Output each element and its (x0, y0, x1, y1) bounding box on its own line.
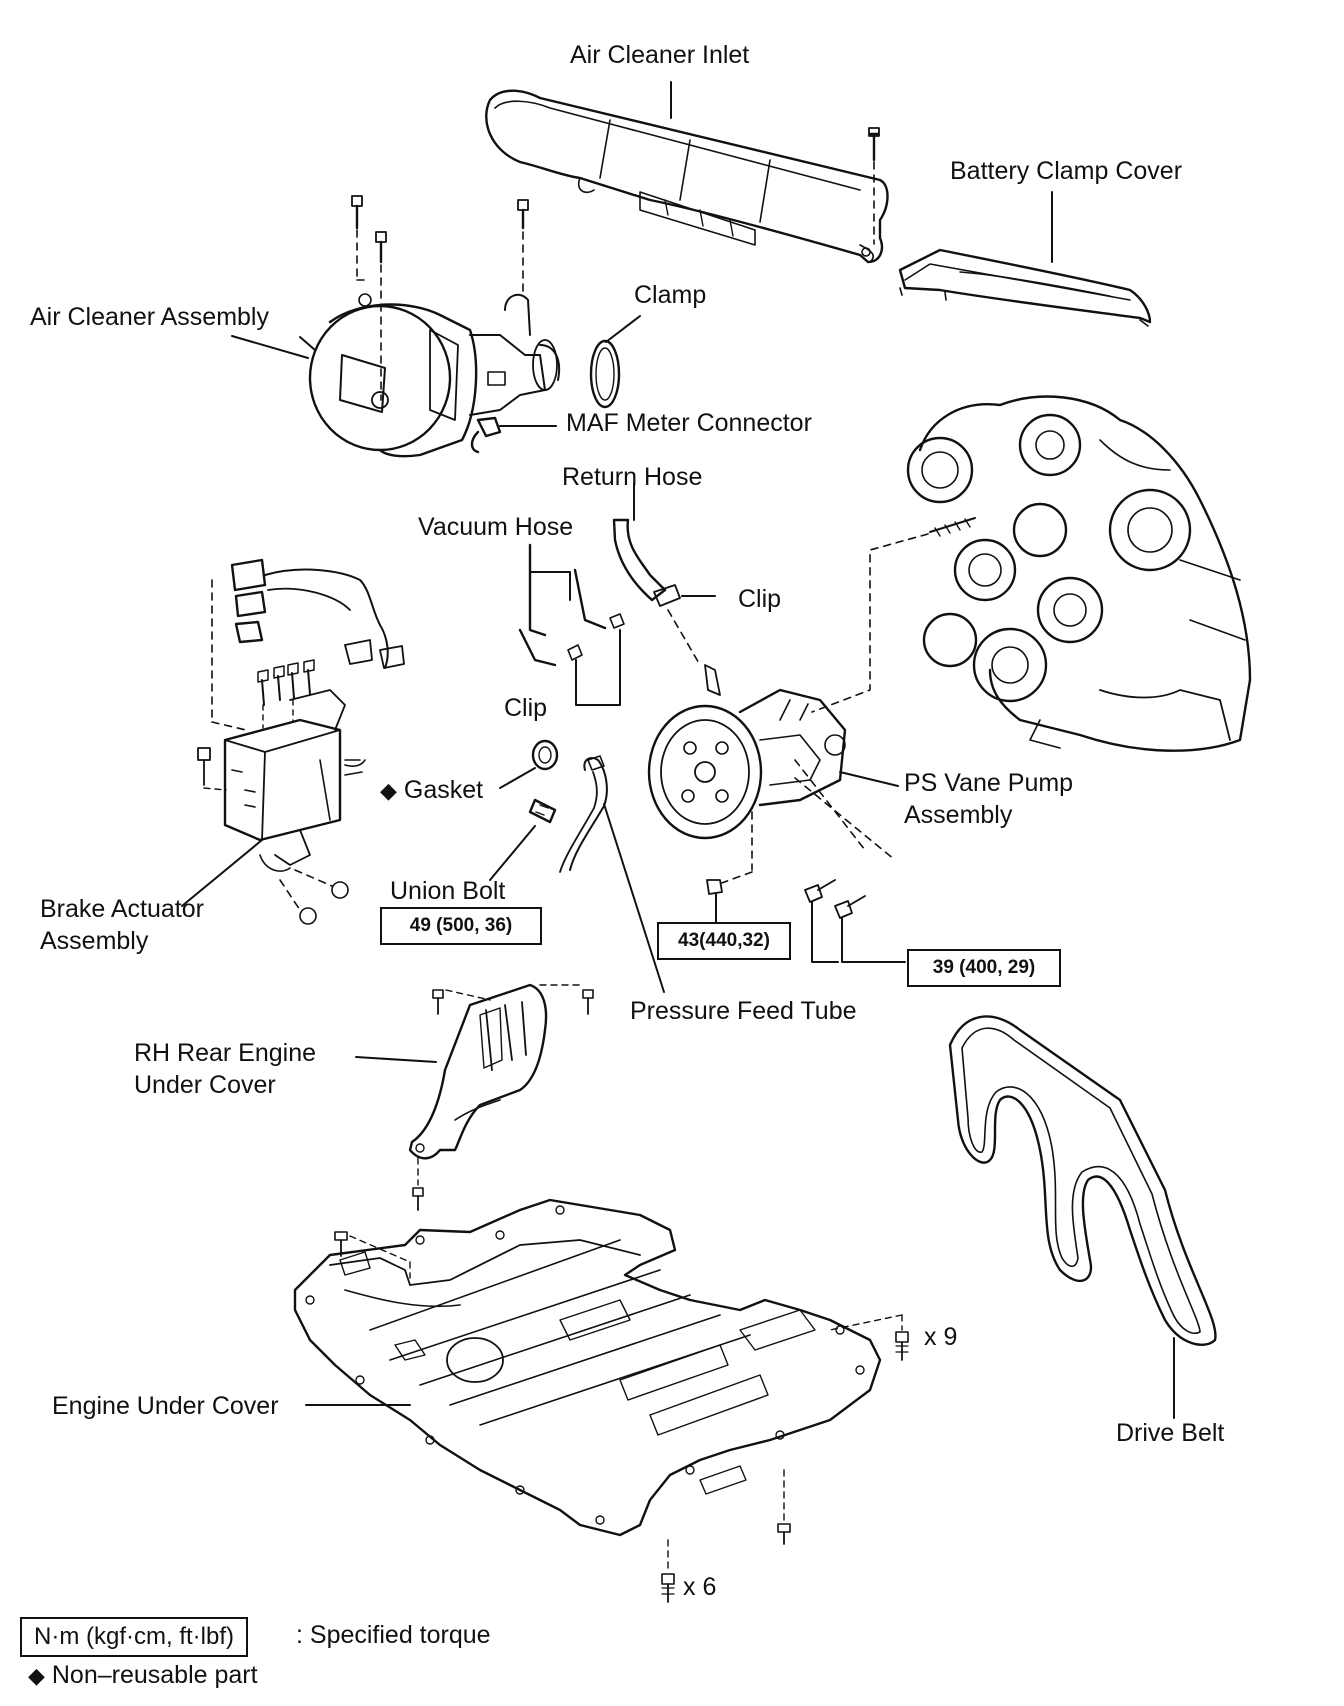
label-gasket-text: Gasket (403, 776, 484, 804)
torque-pump-nut: 43(440,32) (657, 922, 791, 960)
bolt-inlet (868, 127, 880, 245)
under-cover-bolts (334, 1231, 909, 1603)
label-ps-vane-pump-line2: Assembly (904, 801, 1013, 829)
label-brake-actuator-line2: Assembly (40, 927, 149, 955)
label-rh-rear-cover-line1: RH Rear Engine (134, 1039, 317, 1067)
label-maf-meter-connector: MAF Meter Connector (566, 409, 812, 437)
label-engine-under-cover: Engine Under Cover (52, 1392, 279, 1420)
brake-actuator-part (223, 689, 366, 925)
union-bolt-part (489, 798, 557, 881)
gasket-part (499, 739, 559, 789)
air-cleaner-assembly-part (308, 293, 560, 458)
label-pressure-feed-tube: Pressure Feed Tube (630, 997, 857, 1025)
vacuum-hose-part (518, 543, 625, 706)
label-gasket: ◆ Gasket (380, 775, 483, 806)
return-hose-part (612, 483, 716, 666)
torque-pump-bolts: 39 (400, 29) (907, 949, 1061, 987)
legend-torque-desc: : Specified torque (296, 1621, 491, 1649)
legend-non-reusable: ◆ Non–reusable part (28, 1660, 258, 1691)
legend-torque-box: N·m (kgf·cm, ft·lbf) (20, 1617, 248, 1657)
label-return-hose: Return Hose (562, 463, 703, 491)
label-rh-rear-cover-line2: Under Cover (134, 1071, 276, 1099)
brake-harness-part (197, 558, 405, 791)
clamp-part (589, 339, 621, 409)
label-union-bolt: Union Bolt (390, 877, 506, 905)
label-battery-clamp-cover: Battery Clamp Cover (950, 157, 1183, 185)
rh-rear-under-cover-part (408, 983, 548, 1160)
torque-union-bolt: 49 (500, 36) (380, 907, 542, 945)
legend-non-reusable-text: Non–reusable part (51, 1661, 258, 1689)
engine-under-cover-part (293, 1198, 882, 1537)
battery-clamp-cover-part (898, 248, 1152, 327)
label-clamp: Clamp (634, 281, 707, 309)
ps-vane-pump-part (647, 664, 847, 840)
non-reusable-diamond-icon: ◆ (380, 778, 397, 803)
label-drive-belt: Drive Belt (1116, 1419, 1225, 1447)
rh-rear-bolts (412, 984, 594, 1211)
air-cleaner-inlet-part (485, 89, 889, 264)
label-air-cleaner-assembly: Air Cleaner Assembly (30, 303, 269, 331)
engine-block-part (906, 395, 1252, 752)
bolts-air-cleaner (351, 195, 529, 401)
pump-fasteners (706, 879, 906, 963)
label-brake-actuator-line1: Brake Actuator (40, 895, 204, 923)
label-ps-vane-pump-line1: PS Vane Pump (904, 769, 1074, 797)
label-air-cleaner-inlet: Air Cleaner Inlet (570, 41, 750, 69)
label-vacuum-hose: Vacuum Hose (418, 513, 574, 541)
label-clip-lower: Clip (504, 694, 548, 722)
drive-belt-part (948, 1015, 1217, 1347)
label-clip-upper: Clip (738, 585, 782, 613)
maf-connector-part (470, 416, 502, 454)
pressure-feed-tube-part (559, 755, 665, 993)
non-reusable-legend-diamond-icon: ◆ (28, 1663, 45, 1688)
label-qty-x6: x 6 (683, 1573, 717, 1601)
label-qty-x9: x 9 (924, 1323, 958, 1351)
